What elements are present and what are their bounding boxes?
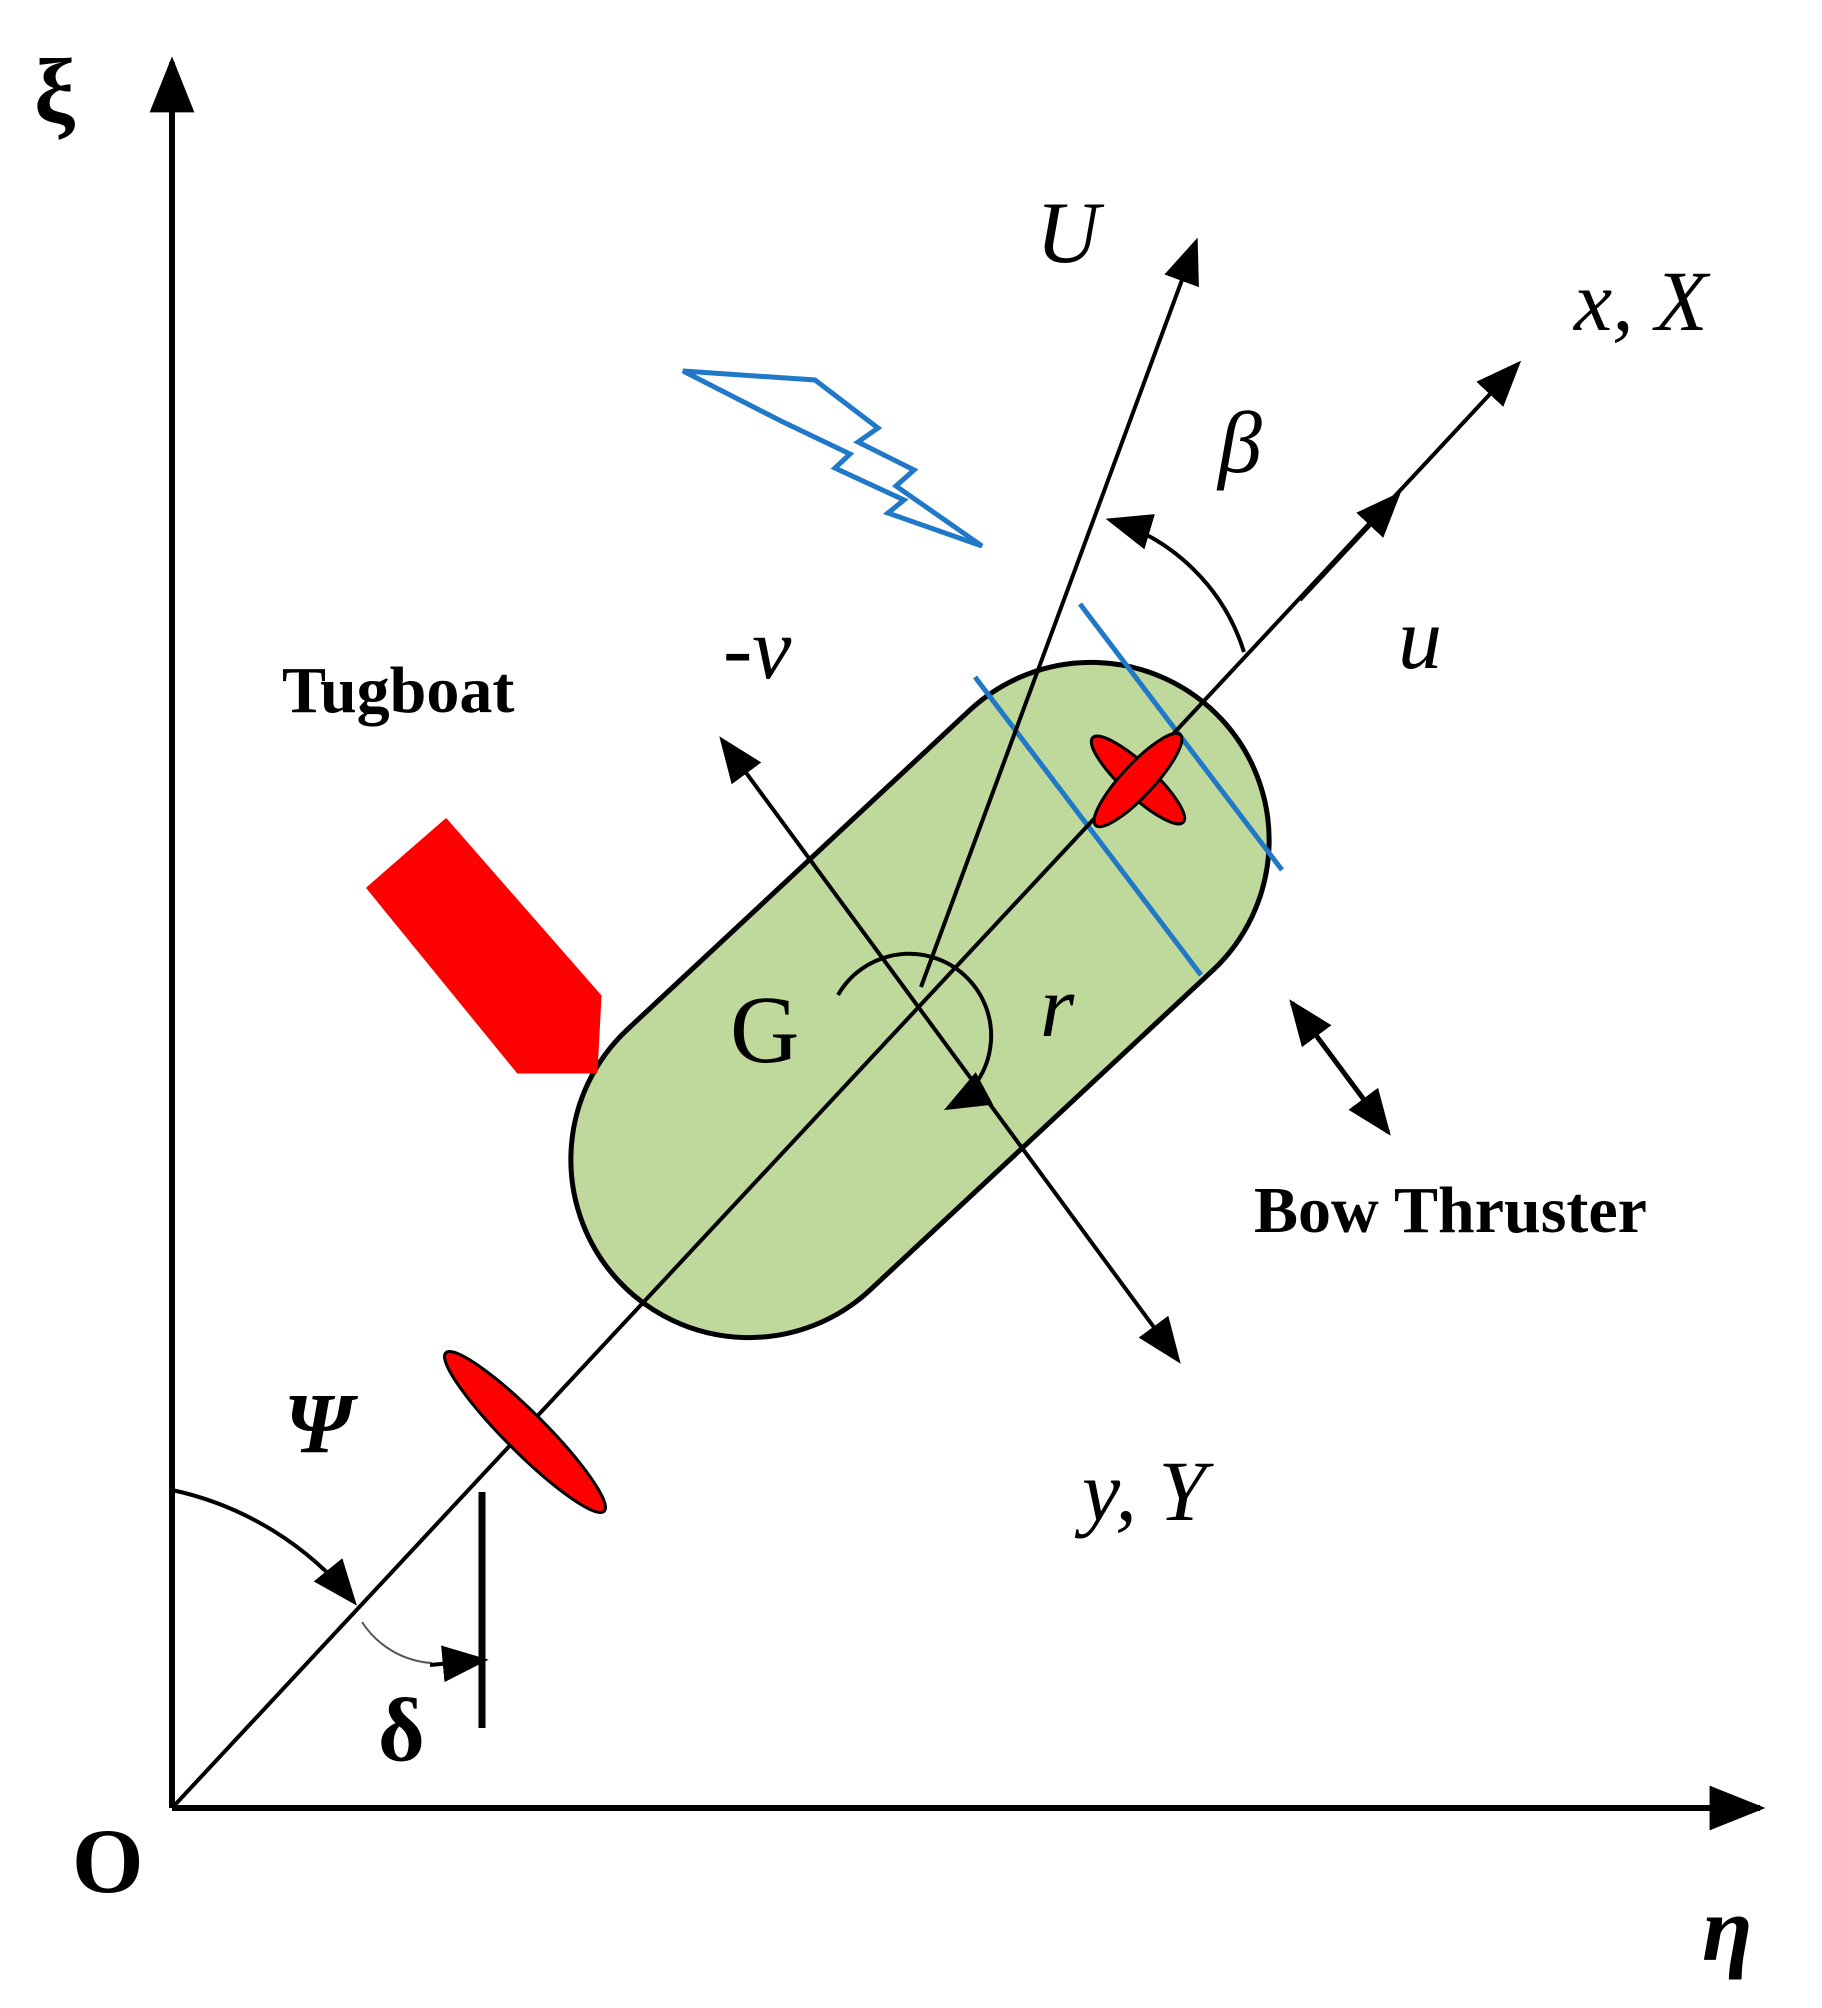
bow-thruster-arrow — [1289, 999, 1391, 1136]
y-axis-label: y, Y — [1074, 1443, 1214, 1539]
center-of-gravity-label: G — [730, 976, 799, 1083]
velocity-u-vector — [919, 237, 1199, 988]
surge-label: u — [1398, 591, 1442, 688]
propeller-icon — [443, 1350, 607, 1514]
lightning-bolt-icon — [681, 368, 984, 549]
yaw-rate-label: r — [1040, 959, 1075, 1056]
tugboat-hull — [568, 659, 1272, 1341]
drift-angle-arc — [1105, 514, 1246, 653]
surge-u-arrow — [1298, 491, 1402, 602]
heading-angle-label: Ψ — [284, 1375, 359, 1471]
body-y-axis — [719, 736, 1181, 1364]
origin-label: O — [72, 1810, 144, 1912]
propeller-icon — [1089, 731, 1187, 829]
x-axis-label: x, X — [1572, 253, 1711, 349]
eta-axis-label: η — [1702, 1878, 1753, 1980]
body-x-axis — [170, 360, 1522, 1810]
velocity-label: U — [1036, 185, 1105, 282]
rudder-angle-thin-arc — [361, 1621, 433, 1664]
rudder-angle-label: δ — [378, 1681, 425, 1780]
tugboat-label: Tugboat — [282, 654, 514, 727]
yaw-rate-arc — [836, 951, 994, 1111]
bow-thruster-label: Bow Thruster — [1254, 1174, 1647, 1247]
earth-axes — [149, 56, 1766, 1831]
pentagon-arrow-icon — [366, 818, 602, 1074]
heading-angle-arc — [171, 1488, 357, 1606]
sway-label: -v — [723, 601, 792, 698]
drift-angle-label: β — [1216, 395, 1262, 492]
rudder-angle-arrow — [429, 1645, 489, 1683]
xi-axis-label: ξ — [34, 40, 75, 142]
